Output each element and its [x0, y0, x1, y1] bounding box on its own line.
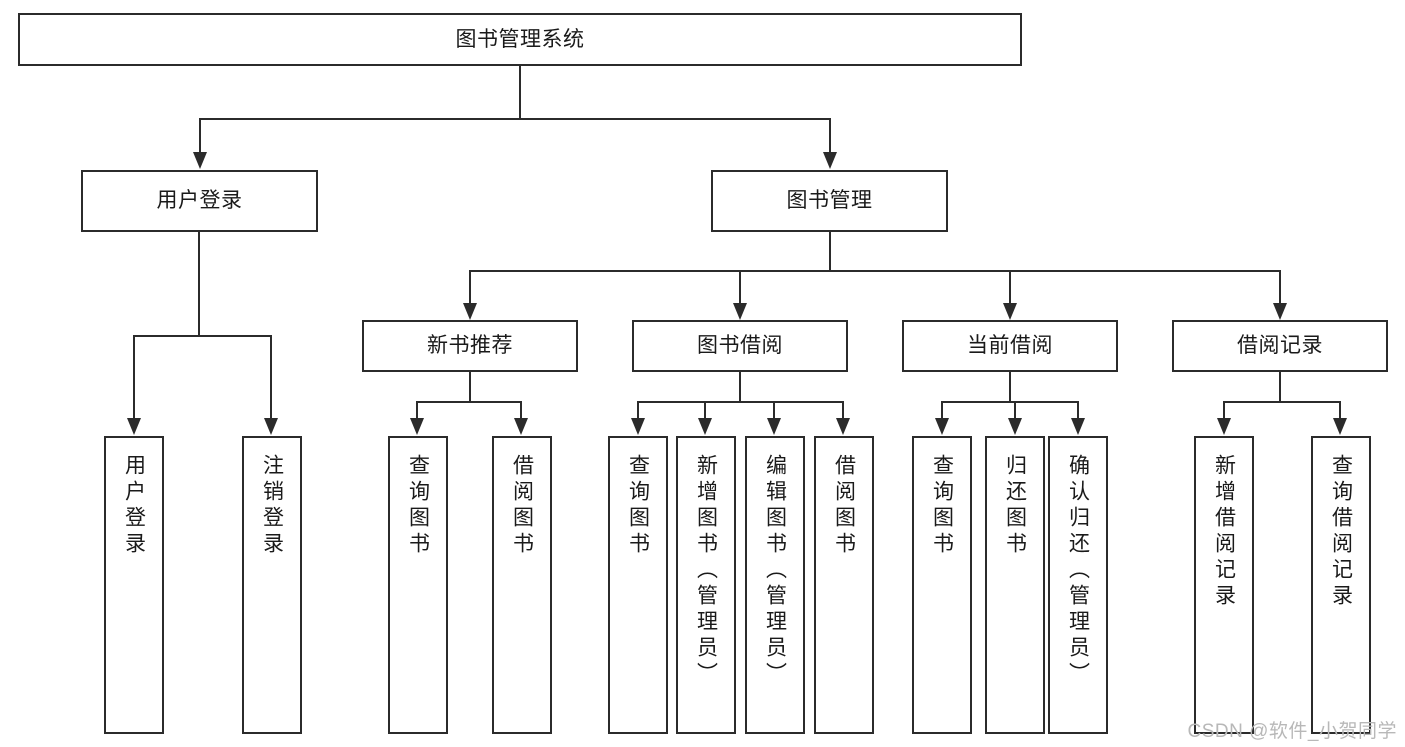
node-leaf-add-book[interactable]: 新增图书（管理员） [676, 436, 736, 734]
connector-book-manage-stem [829, 232, 831, 270]
node-label: 借阅图书 [510, 454, 534, 558]
arrow-to-leaf-query-book-2 [631, 418, 645, 435]
connector-current-borrow-drop-2 [1014, 401, 1016, 419]
connector-level3-bus [469, 270, 1281, 272]
connector-new-book-bus [416, 401, 522, 403]
node-leaf-confirm-return[interactable]: 确认归还（管理员） [1048, 436, 1108, 734]
node-leaf-edit-book[interactable]: 编辑图书（管理员） [745, 436, 805, 734]
node-label: 注销登录 [260, 454, 284, 558]
node-book-borrow[interactable]: 图书借阅 [632, 320, 848, 372]
node-label: 图书管理 [786, 189, 873, 213]
node-borrow-record[interactable]: 借阅记录 [1172, 320, 1388, 372]
node-label: 新书推荐 [427, 334, 513, 358]
connector-borrow-record-drop-1 [1223, 401, 1225, 419]
connector-book-borrow-bus [637, 401, 844, 403]
node-leaf-query-book-2[interactable]: 查询图书 [608, 436, 668, 734]
node-label: 确认归还（管理员） [1066, 454, 1090, 688]
node-label: 查询图书 [930, 454, 954, 558]
connector-current-borrow-bus [941, 401, 1079, 403]
node-leaf-borrow-book-2[interactable]: 借阅图书 [814, 436, 874, 734]
node-label: 新增借阅记录 [1212, 454, 1236, 610]
node-label: 查询图书 [626, 454, 650, 558]
arrow-to-leaf-add-book [698, 418, 712, 435]
connector-level3-drop-1 [469, 270, 471, 304]
node-label: 用户登录 [122, 454, 146, 558]
node-user-login[interactable]: 用户登录 [81, 170, 318, 232]
connector-new-book-stem [469, 372, 471, 401]
node-label: 查询借阅记录 [1329, 454, 1353, 610]
node-leaf-query-book-3[interactable]: 查询图书 [912, 436, 972, 734]
arrow-to-leaf-query-book-3 [935, 418, 949, 435]
arrow-to-leaf-return-book [1008, 418, 1022, 435]
arrow-to-leaf-borrow-book-1 [514, 418, 528, 435]
arrow-to-leaf-add-record [1217, 418, 1231, 435]
arrow-to-new-book-recommend [463, 303, 477, 320]
connector-root-stem [519, 66, 521, 118]
node-new-book-recommend[interactable]: 新书推荐 [362, 320, 578, 372]
node-leaf-query-record[interactable]: 查询借阅记录 [1311, 436, 1371, 734]
connector-user-login-drop-2 [270, 335, 272, 419]
node-label: 借阅图书 [832, 454, 856, 558]
connector-level2-drop-1 [199, 118, 201, 153]
arrow-to-leaf-logout-login [264, 418, 278, 435]
arrow-to-leaf-borrow-book-2 [836, 418, 850, 435]
arrow-to-user-login [193, 152, 207, 169]
connector-new-book-drop-2 [520, 401, 522, 419]
connector-current-borrow-drop-3 [1077, 401, 1079, 419]
connector-book-borrow-drop-4 [842, 401, 844, 419]
node-label: 查询图书 [406, 454, 430, 558]
node-book-management[interactable]: 图书管理 [711, 170, 948, 232]
connector-current-borrow-drop-1 [941, 401, 943, 419]
arrow-to-leaf-confirm-return [1071, 418, 1085, 435]
connector-borrow-record-bus [1223, 401, 1341, 403]
csdn-watermark: CSDN @软件_小贺同学 [1187, 721, 1397, 742]
node-leaf-return-book[interactable]: 归还图书 [985, 436, 1045, 734]
arrow-to-leaf-edit-book [767, 418, 781, 435]
arrow-to-borrow-record [1273, 303, 1287, 320]
connector-current-borrow-stem [1009, 372, 1011, 401]
node-leaf-borrow-book-1[interactable]: 借阅图书 [492, 436, 552, 734]
arrow-to-leaf-query-book-1 [410, 418, 424, 435]
connector-user-login-stem [198, 232, 200, 335]
connector-user-login-drop-1 [133, 335, 135, 419]
node-label: 当前借阅 [967, 334, 1053, 358]
node-label: 图书借阅 [697, 334, 783, 358]
node-root-book-management-system[interactable]: 图书管理系统 [18, 13, 1022, 66]
node-leaf-logout-login[interactable]: 注销登录 [242, 436, 302, 734]
node-label: 图书管理系统 [455, 27, 585, 51]
arrow-to-leaf-user-login [127, 418, 141, 435]
connector-level3-drop-4 [1279, 270, 1281, 304]
arrow-to-leaf-query-record [1333, 418, 1347, 435]
connector-level2-bus [199, 118, 831, 120]
connector-book-borrow-drop-1 [637, 401, 639, 419]
node-label: 新增图书（管理员） [694, 454, 718, 688]
arrow-to-book-manage [823, 152, 837, 169]
connector-level3-drop-2 [739, 270, 741, 304]
connector-user-login-bus [133, 335, 272, 337]
connector-borrow-record-drop-2 [1339, 401, 1341, 419]
node-label: 编辑图书（管理员） [763, 454, 787, 688]
connector-level2-drop-2 [829, 118, 831, 153]
connector-book-borrow-drop-2 [704, 401, 706, 419]
node-leaf-query-book-1[interactable]: 查询图书 [388, 436, 448, 734]
node-leaf-user-login[interactable]: 用户登录 [104, 436, 164, 734]
node-label: 用户登录 [156, 189, 243, 213]
connector-new-book-drop-1 [416, 401, 418, 419]
node-label: 借阅记录 [1237, 334, 1323, 358]
connector-level3-drop-3 [1009, 270, 1011, 304]
connector-book-borrow-stem [739, 372, 741, 401]
node-label: 归还图书 [1003, 454, 1027, 558]
connector-book-borrow-drop-3 [773, 401, 775, 419]
connector-borrow-record-stem [1279, 372, 1281, 401]
node-leaf-add-record[interactable]: 新增借阅记录 [1194, 436, 1254, 734]
node-current-borrow[interactable]: 当前借阅 [902, 320, 1118, 372]
arrow-to-book-borrow [733, 303, 747, 320]
arrow-to-current-borrow [1003, 303, 1017, 320]
